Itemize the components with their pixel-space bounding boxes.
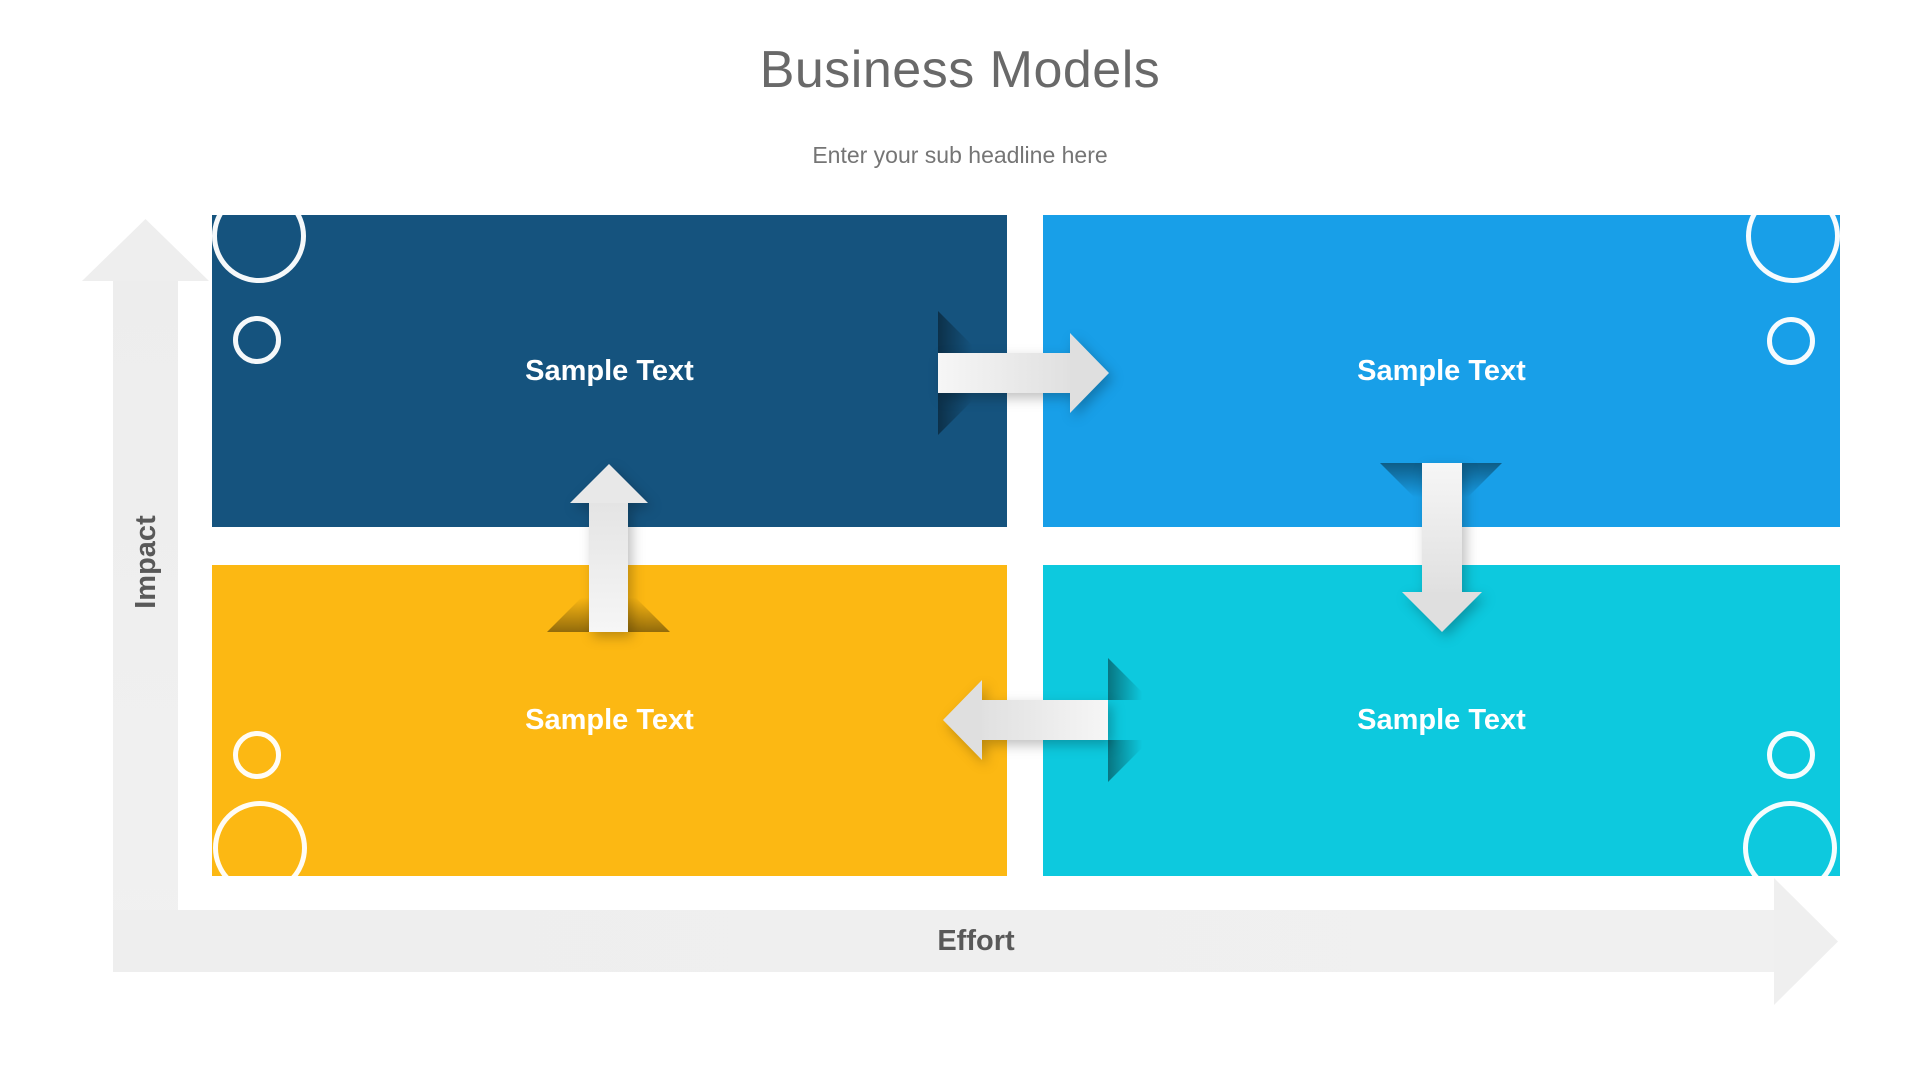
decor-circle-small-icon: [1767, 317, 1815, 365]
quadrant-top-left: Sample Text: [212, 215, 1007, 527]
x-axis-arrowhead-icon: [1774, 878, 1838, 1005]
quadrant-bottom-left-label: Sample Text: [525, 704, 694, 736]
page-title: Business Models: [759, 41, 1161, 99]
decor-circle-large-icon: [1746, 215, 1840, 283]
decor-circle-small-icon: [233, 731, 281, 779]
x-axis-bar: [113, 910, 1774, 972]
y-axis-arrowhead-icon: [82, 219, 209, 281]
decor-circle-small-icon: [233, 316, 281, 364]
decor-circle-large-icon: [1743, 801, 1837, 876]
decor-circle-small-icon: [1767, 731, 1815, 779]
quadrant-top-right-label: Sample Text: [1357, 354, 1526, 387]
quadrant-top-left-label: Sample Text: [525, 354, 694, 387]
decor-circle-large-icon: [212, 215, 306, 283]
decor-circle-large-icon: [213, 801, 307, 876]
page-subtitle: Enter your sub headline here: [812, 142, 1108, 168]
x-axis-label: Effort: [937, 924, 1015, 957]
y-axis-bar: [113, 280, 178, 972]
quadrant-bottom-left: Sample Text: [212, 565, 1007, 876]
quadrant-bottom-right-label: Sample Text: [1357, 704, 1526, 736]
quadrant-bottom-right: Sample Text: [1043, 565, 1840, 876]
quadrant-top-right: Sample Text: [1043, 215, 1840, 527]
